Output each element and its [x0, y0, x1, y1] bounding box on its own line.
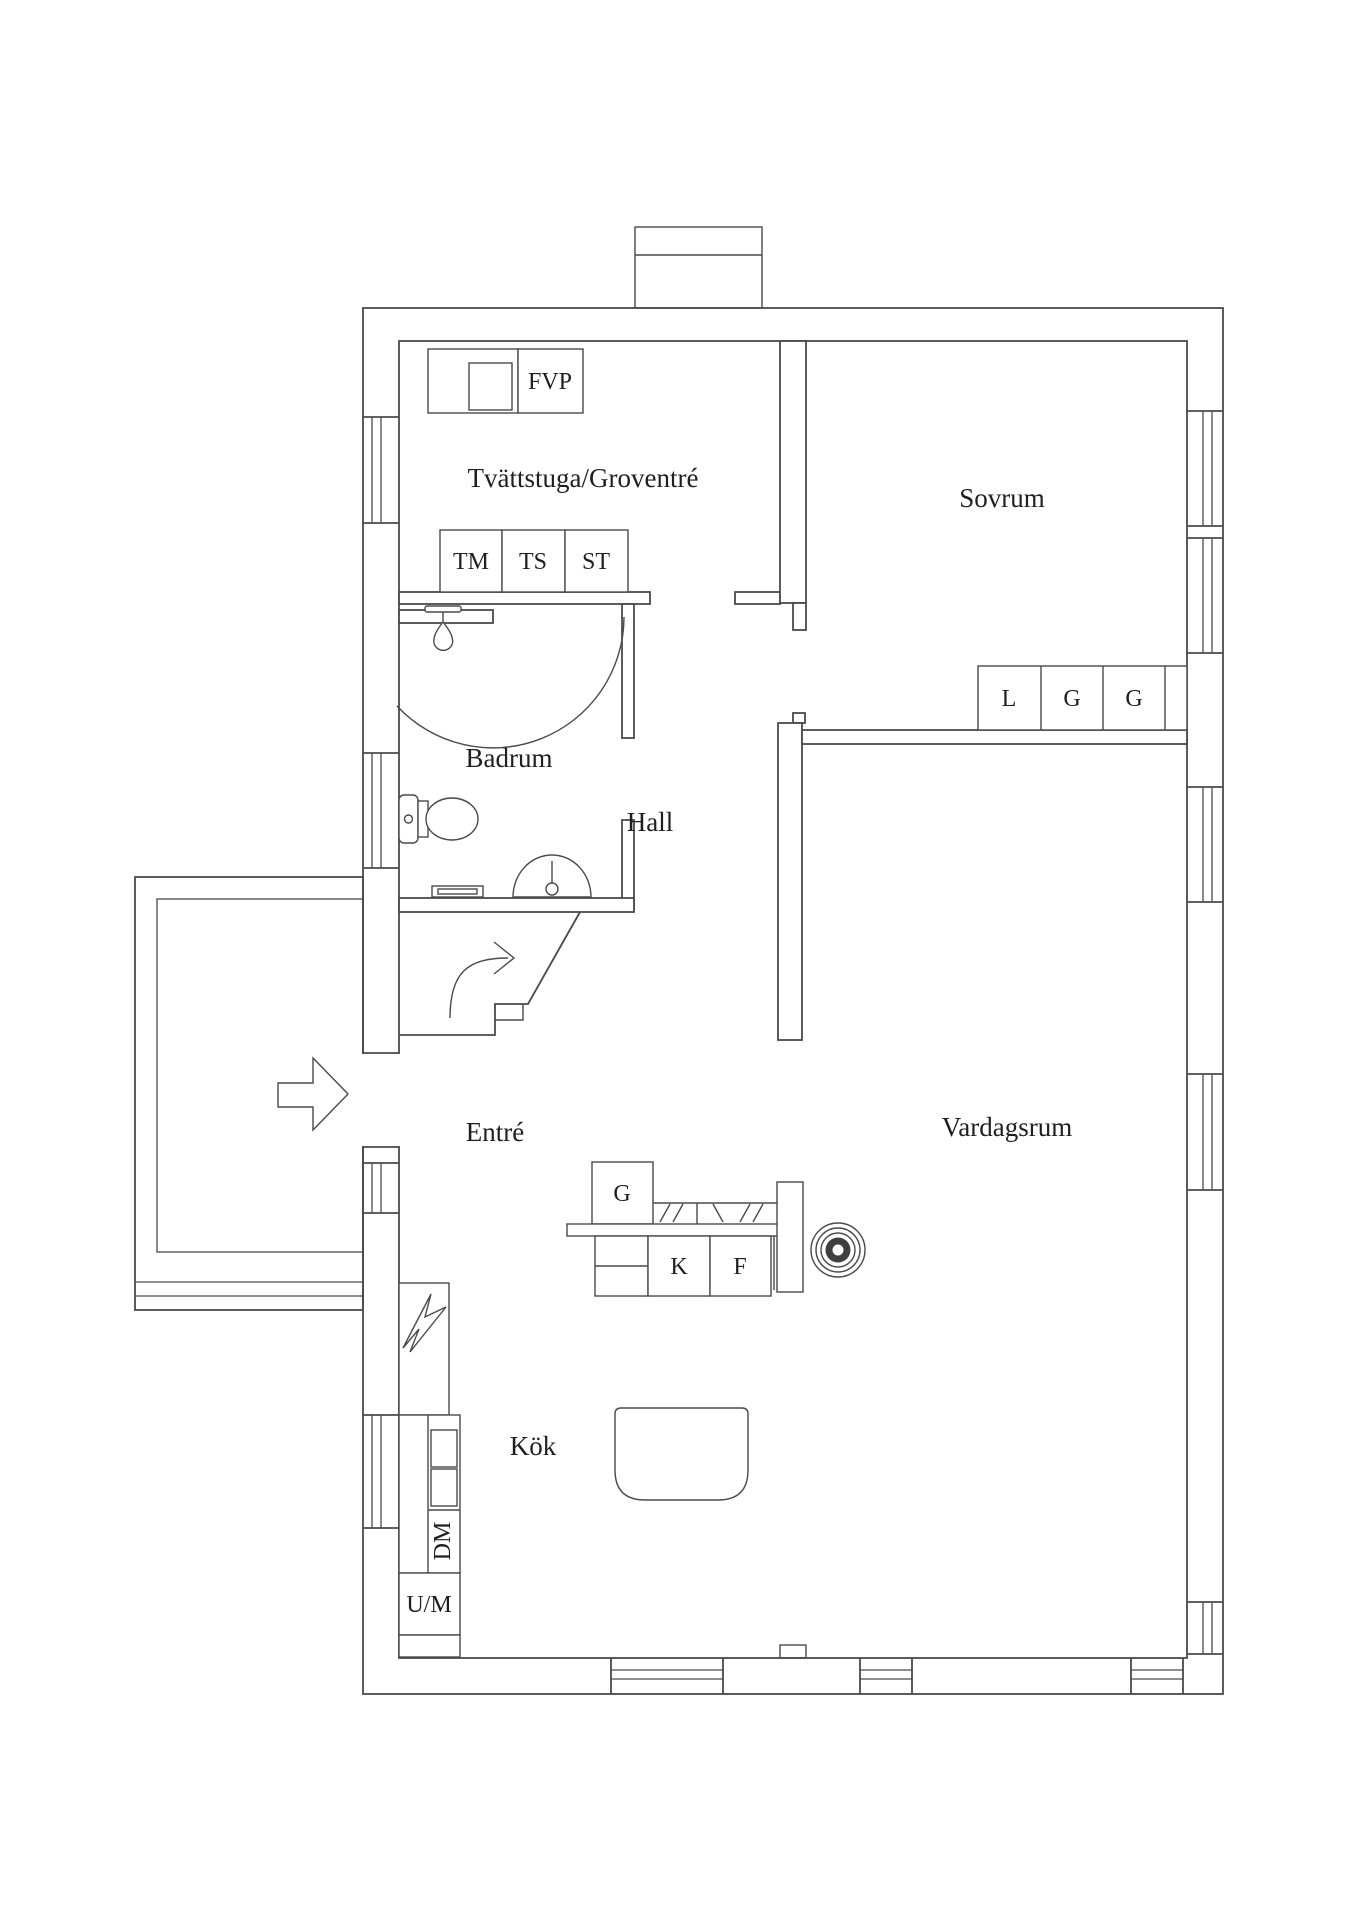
dryer-box	[501, 529, 566, 593]
room-label-vardagsrum: Vardagsrum	[942, 1112, 1072, 1142]
island-end-panel	[776, 1181, 804, 1293]
fireplace-icon	[810, 1222, 866, 1278]
bathroom-fixtures	[398, 605, 592, 898]
tm-label: TM	[453, 549, 489, 575]
radiator-icon	[431, 885, 484, 898]
room-label-badrum: Badrum	[466, 743, 553, 773]
kyl-label: K	[670, 1254, 688, 1280]
window	[1130, 1658, 1184, 1694]
sink-icon	[512, 854, 592, 898]
island-closet-g	[591, 1161, 654, 1225]
window	[1187, 537, 1223, 654]
frys-label: F	[733, 1254, 746, 1280]
closet-row: L G G	[977, 665, 1188, 731]
closet-g1-label: G	[1063, 686, 1080, 712]
closet-g2-label: G	[1125, 686, 1142, 712]
kitchen-table	[614, 1407, 749, 1501]
cabinet-box	[564, 529, 629, 593]
window	[363, 1162, 399, 1214]
entrance-door-opening	[361, 1052, 401, 1148]
kitchen-counter: DM U/M	[398, 1282, 461, 1658]
oven-micro-box	[398, 1572, 461, 1636]
laundry-fixtures: FVP TM TS ST	[427, 348, 629, 593]
closet-l-label: L	[1002, 686, 1017, 712]
st-label: ST	[582, 549, 610, 575]
flue-bump-icon	[779, 1644, 807, 1659]
window	[363, 416, 399, 524]
interior-walls	[398, 340, 1188, 1041]
window	[1187, 1073, 1223, 1191]
window	[363, 1414, 399, 1529]
island-counter	[566, 1223, 781, 1237]
room-label-tvattstuga: Tvättstuga/Groventré	[468, 463, 699, 493]
island-g-label: G	[613, 1181, 630, 1207]
window	[363, 752, 399, 869]
sink-basin	[430, 1468, 458, 1507]
counter-plinth	[398, 1634, 461, 1658]
chimney-icon	[634, 226, 763, 309]
window	[610, 1658, 724, 1694]
fvp-unit	[468, 362, 513, 411]
room-label-hall: Hall	[627, 807, 674, 837]
room-label-kok: Kök	[510, 1431, 557, 1461]
room-label-sovrum: Sovrum	[959, 483, 1045, 513]
porch-deck	[134, 876, 364, 1311]
staircase	[399, 911, 581, 1036]
washer-box	[439, 529, 503, 593]
stairs-up-arrow-icon	[449, 957, 509, 1019]
lightning-icon	[402, 1293, 447, 1353]
railing-hatch-icon	[653, 1202, 777, 1224]
fvp-label: FVP	[528, 369, 572, 395]
window	[1187, 1601, 1223, 1655]
fvp-box	[517, 348, 584, 414]
window	[1187, 786, 1223, 903]
stairs-up-arrow-head-icon	[493, 941, 516, 975]
freezer-box	[709, 1235, 772, 1297]
shower-icon	[424, 605, 462, 652]
ts-label: TS	[519, 549, 547, 575]
entrance-arrow-icon	[277, 1056, 349, 1132]
electrical-cabinet	[398, 1282, 450, 1416]
window	[859, 1658, 913, 1694]
kitchen-island: G K F	[566, 1161, 866, 1297]
dm-label: DM	[430, 1522, 456, 1561]
toilet-icon	[398, 794, 479, 844]
room-label-entre: Entré	[466, 1117, 524, 1147]
window	[1187, 410, 1223, 527]
um-label: U/M	[406, 1592, 451, 1618]
sink-basin	[430, 1429, 458, 1468]
door-swing-arc	[396, 616, 625, 749]
